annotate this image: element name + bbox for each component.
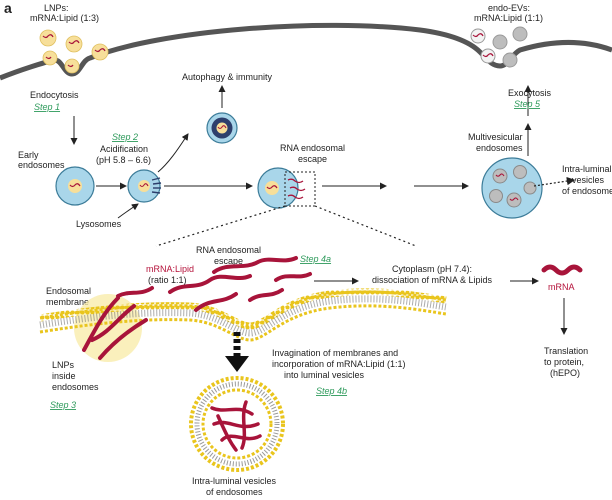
lnps-ratio-label: mRNA:Lipid (1:3)	[30, 13, 99, 23]
ev-particle	[492, 34, 508, 50]
early-endosomes-label-1: Early	[18, 150, 39, 160]
autophagy-label: Autophagy & immunity	[182, 72, 273, 82]
acidification-label: Acidification	[100, 144, 148, 154]
lnp-particle	[65, 35, 83, 53]
ev-particle	[502, 52, 518, 68]
lnp-particle	[91, 43, 109, 61]
lnp-particle	[39, 29, 57, 47]
escape-endosome	[257, 167, 306, 209]
translation-label-3: (hEPO)	[550, 368, 580, 378]
acidifying-endosome	[127, 169, 162, 203]
intraluminal-vesicle	[189, 376, 285, 472]
early-endosomes-label-2: endosomes	[18, 160, 65, 170]
translation-label-1: Translation	[544, 346, 588, 356]
rna-escape-label-2: escape	[298, 154, 327, 164]
lnps-label: LNPs:	[44, 3, 69, 13]
rna-escape-label-1: RNA endosomal	[280, 143, 345, 153]
ilv-dotted-arrow	[533, 176, 576, 187]
multivesicular-label-2: endosomes	[476, 143, 523, 153]
invagination-arrowhead	[225, 356, 249, 372]
cytoplasm-label-2: dissociation of mRNA & Lipids	[372, 275, 493, 285]
early-endosome	[55, 166, 95, 206]
lnp-cluster	[39, 29, 109, 74]
lysosomes-label: Lysosomes	[76, 219, 122, 229]
multivesicular-endosome	[481, 157, 543, 219]
ilv-label-3: of endosomes	[562, 186, 612, 196]
zoom-line-left	[155, 205, 286, 247]
step-4b-label: Step 4b	[316, 386, 347, 396]
mrna-lipid-label: mRNA:Lipid	[146, 264, 194, 274]
step-4a-label: Step 4a	[300, 254, 331, 264]
zoom-escape-label-2: escape	[214, 256, 243, 266]
exocytosis-label: Exocytosis	[508, 88, 552, 98]
endocytosis-label: Endocytosis	[30, 90, 79, 100]
cytoplasm-label-1: Cytoplasm (pH 7.4):	[392, 264, 472, 274]
invagination-label-3: into luminal vesicles	[284, 370, 365, 380]
multivesicular-label-1: Multivesicular	[468, 132, 523, 142]
endosomal-membrane-label-2: membrane	[46, 297, 89, 307]
ev-particle	[470, 28, 486, 44]
endo-ev-cluster	[470, 26, 528, 68]
lnps-inside-label-2: inside	[52, 371, 76, 381]
lnps-inside-label-1: LNPs	[52, 360, 75, 370]
panel-label: a	[4, 0, 12, 16]
ilv-label-1: Intra-luminal	[562, 164, 612, 174]
ev-particle	[512, 26, 528, 42]
endosomal-membrane-label-1: Endosomal	[46, 286, 91, 296]
mrna-lipid-strands	[82, 256, 312, 360]
autophagy-endosome	[206, 112, 238, 144]
step-2-label: Step 2	[112, 132, 138, 142]
translation-label-2: to protein,	[544, 357, 584, 367]
zoom-escape-label-1: RNA endosomal	[196, 245, 261, 255]
lysosome-arrow	[117, 203, 139, 219]
ratio-label: (ratio 1:1)	[148, 275, 187, 285]
step-3-label: Step 3	[50, 400, 76, 410]
ev-particle	[480, 48, 496, 64]
zoom-ilv-label-1: Intra-luminal vesicles	[192, 476, 277, 486]
endo-evs-ratio-label: mRNA:Lipid (1:1)	[474, 13, 543, 23]
autophagy-path-arrow	[157, 133, 189, 173]
lnps-inside-label-3: endosomes	[52, 382, 99, 392]
endo-evs-label: endo-EVs:	[488, 3, 530, 13]
free-mrna-strand	[541, 264, 583, 276]
ilv-label-2: vesicles	[572, 175, 605, 185]
step-1-label: Step 1	[34, 102, 60, 112]
step-5-label: Step 5	[514, 99, 541, 109]
mrna-label: mRNA	[548, 282, 575, 292]
invagination-label-1: Invagination of membranes and	[272, 348, 398, 358]
zoom-ilv-label-2: of endosomes	[206, 487, 263, 497]
zoom-line-right	[314, 205, 417, 247]
acidification-ph-label: (pH 5.8 – 6.6)	[96, 155, 151, 165]
invagination-label-2: incorporation of mRNA:Lipid (1:1)	[272, 359, 406, 369]
